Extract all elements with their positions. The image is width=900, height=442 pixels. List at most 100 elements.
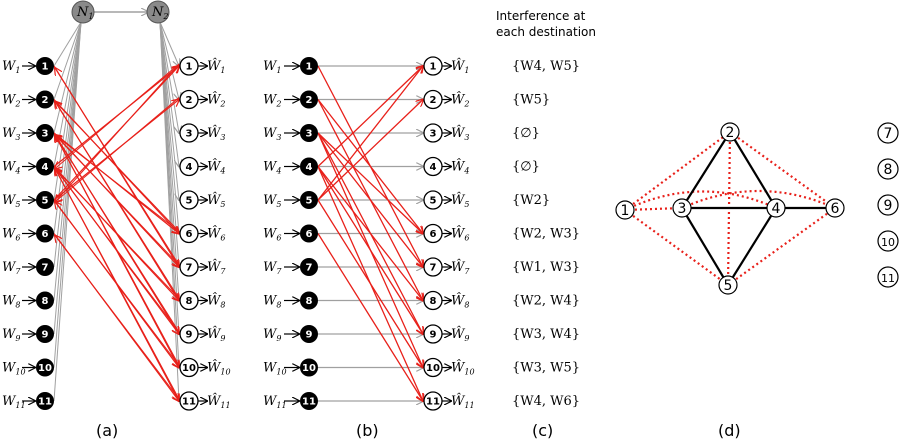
dest-node-number: 2: [430, 95, 437, 106]
interference-link: [317, 99, 423, 234]
feedback-interference-link: [55, 63, 180, 202]
interference-set-9: {W3, W4}: [512, 327, 580, 342]
interference-set-8: {W2, W4}: [512, 294, 580, 309]
dest-node-number: 7: [430, 263, 437, 274]
conflict-solid-edge: [729, 131, 777, 209]
source-node-circle: [300, 57, 318, 75]
relay-to-dest-link: [159, 21, 179, 167]
source-label-4: W4: [263, 160, 281, 176]
source-label-1: W1: [2, 59, 20, 75]
source-node-number: 9: [42, 330, 49, 341]
dest-node-2: 2: [423, 89, 443, 110]
source-to-relay-link: [53, 21, 82, 100]
dest-node-number: 8: [430, 296, 437, 307]
dest-node-number: 3: [186, 129, 193, 140]
source-node-circle: [36, 392, 54, 410]
source-node-circle: [300, 90, 318, 109]
dest-node-10: 10: [179, 357, 199, 378]
dest-label-8: Ŵ8: [451, 293, 469, 310]
source-node-9: 9: [300, 325, 318, 343]
source-node-number: 11: [38, 397, 52, 408]
source-node-5: 5: [300, 191, 318, 209]
source-node-number: 8: [306, 296, 313, 307]
source-node-2: 2: [300, 90, 318, 109]
source-node-number: 6: [306, 229, 313, 240]
dest-node-number: 4: [430, 162, 437, 173]
dest-label-4: Ŵ4: [207, 159, 225, 176]
dest-label-7: Ŵ7: [207, 259, 226, 276]
source-to-relay-link: [53, 21, 82, 67]
dest-node-number: 9: [430, 330, 437, 341]
feedback-interference-link: [55, 236, 180, 400]
source-node-circle: [36, 258, 54, 276]
conflict-solid-edge: [681, 131, 731, 209]
source-label-7: W7: [2, 260, 21, 276]
source-label-5: W5: [2, 193, 20, 209]
feedback-interference-link: [55, 97, 180, 203]
relay-node-circle: [71, 0, 95, 24]
vertex-circle: [766, 198, 786, 218]
dest-node-8: 8: [423, 290, 443, 311]
interference-set-1: {W4, W5}: [512, 59, 580, 74]
conflict-vertex-6: 6: [825, 198, 845, 218]
source-node-circle: [36, 90, 54, 109]
interference-link: [317, 100, 423, 201]
source-label-7: W7: [263, 260, 282, 276]
source-node-6: 6: [300, 224, 318, 243]
isolated-vertex-9: 9: [877, 194, 899, 216]
dest-label-3: Ŵ3: [207, 125, 225, 142]
source-node-circle: [300, 124, 318, 142]
source-node-circle: [36, 358, 54, 377]
dest-node-number: 4: [186, 162, 193, 173]
dest-node-2: 2: [179, 89, 199, 110]
dest-node-6: 6: [179, 223, 199, 244]
dest-node-number: 7: [186, 263, 193, 274]
source-node-number: 8: [42, 296, 49, 307]
vertex-label: 7: [884, 126, 893, 142]
interference-set-3: {∅}: [512, 126, 540, 141]
vertex-label: 3: [678, 201, 687, 217]
source-node-number: 7: [42, 263, 49, 274]
dest-node-11: 11: [179, 391, 199, 411]
dest-node-number: 6: [186, 229, 193, 240]
interference-set-10: {W3, W5}: [512, 361, 580, 376]
dest-node-1: 1: [423, 56, 443, 76]
interference-set-6: {W2, W3}: [512, 227, 580, 242]
dest-node-number: 10: [182, 363, 196, 374]
dest-label-1: Ŵ1: [451, 58, 469, 75]
dest-label-2: Ŵ2: [207, 92, 225, 109]
vertex-label: 1: [621, 203, 630, 219]
source-node-circle: [300, 325, 318, 343]
vertex-circle: [877, 194, 899, 216]
dest-node-number: 11: [182, 397, 196, 408]
source-node-circle: [300, 291, 318, 310]
source-node-3: 3: [300, 124, 318, 142]
conflict-vertex-2: 2: [720, 122, 740, 142]
vertex-circle: [825, 198, 845, 218]
isolated-vertex-8: 8: [877, 158, 899, 180]
isolated-vertex-10: 10: [877, 230, 899, 252]
source-node-number: 4: [42, 162, 49, 173]
vertex-label: 11: [881, 272, 895, 285]
source-node-number: 9: [306, 330, 313, 341]
isolated-vertex-11: 11: [877, 266, 899, 288]
source-label-9: W9: [2, 327, 20, 343]
dest-node-3: 3: [423, 123, 443, 143]
interference-set-7: {W1, W3}: [512, 260, 580, 275]
dest-node-number: 9: [186, 330, 193, 341]
vertex-circle: [877, 230, 899, 252]
source-node-10: 10: [300, 358, 318, 377]
source-node-10: 10: [36, 358, 54, 377]
source-to-relay-link: [53, 21, 82, 234]
dest-node-10: 10: [423, 357, 443, 378]
vertex-label: 10: [881, 236, 895, 249]
relay-node-label: N1: [76, 5, 93, 21]
dest-node-number: 1: [430, 62, 437, 73]
source-node-circle: [300, 157, 318, 176]
dest-node-11: 11: [423, 391, 443, 411]
relay-node-label: N2: [151, 5, 168, 21]
dest-node-9: 9: [423, 324, 443, 344]
source-node-circle: [300, 392, 318, 410]
